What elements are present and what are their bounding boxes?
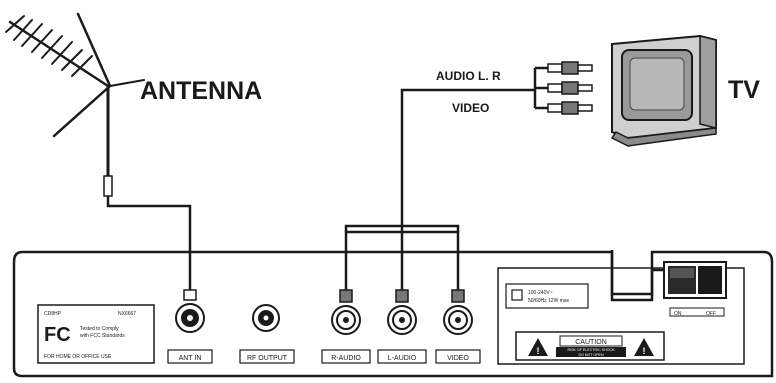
rear-panel [12,250,774,378]
antenna-label: ANTENNA [140,77,262,105]
fcc-code-left: CD8HP [44,311,62,317]
caution-line1: RISK OF ELECTRIC SHOCK [568,348,616,352]
svg-text:!: ! [537,346,540,356]
ant-in-jack: ANT IN [167,289,213,364]
audio-lr-label: AUDIO L. R [436,69,501,83]
tv-rca-plugs [547,61,593,115]
fcc-tested-line1: Tested to Comply [80,326,119,332]
power-section: 100-240V~ 50/60Hz 12W max ON OFF ! ! CAU… [497,261,745,365]
video-jack-label: VIDEO [447,355,469,362]
video-jack: VIDEO [435,289,481,364]
warning-left-icon [528,338,548,356]
r-audio-label-box [321,349,371,364]
antenna-icon [5,12,145,178]
fcc-footer: FOR HOME OR OFFICE USE [44,354,112,360]
power-rating-line1: 100-240V~ [528,290,553,296]
rf-output-label: RF OUTPUT [247,355,288,362]
svg-text:!: ! [643,346,646,356]
r-audio-jack: R-AUDIO [321,289,371,364]
l-audio-label: L-AUDIO [388,355,417,362]
power-rating-line2: 50/60Hz 12W max [528,298,570,304]
fcc-logo: FC [44,324,71,346]
switch-on-label: ON [674,311,682,317]
video-label-box [435,349,481,364]
video-cable-label: VIDEO [452,101,489,115]
l-audio-label-box [377,349,427,364]
tv-label: TV [728,76,760,104]
caution-line2: DO NOT OPEN [578,353,603,357]
r-audio-label: R-AUDIO [331,355,361,362]
fcc-label: CD8HP NX6667 FC Tested to Comply with FC… [37,304,155,364]
caution-title: CAUTION [575,339,607,346]
warning-right-icon [634,338,654,356]
tv-icon [610,34,717,147]
rf-output-jack: RF OUTPUT [239,304,295,364]
ant-in-label-box [167,349,213,364]
rf-output-label-box [239,349,295,364]
antenna-plug-icon [103,175,113,197]
ant-in-label: ANT IN [179,355,202,362]
fcc-tested-line2: with FCC Standards [80,333,125,339]
l-audio-jack: L-AUDIO [377,289,427,364]
fcc-code-right: NX6667 [118,311,136,317]
switch-label-box [669,307,725,317]
switch-off-label: OFF [706,311,716,317]
